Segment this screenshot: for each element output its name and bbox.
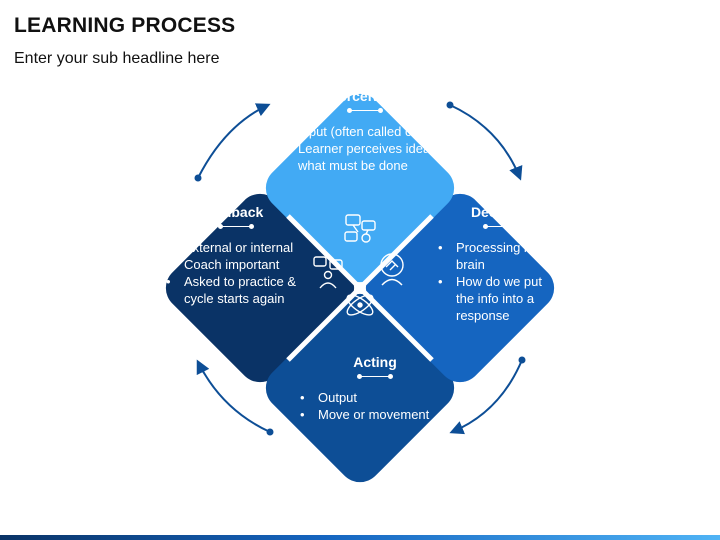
feedback-people-icon bbox=[313, 256, 343, 289]
feedback-heading: Feedback bbox=[198, 204, 264, 220]
acting-bullet: Move or movement bbox=[300, 406, 450, 423]
acting-content: Acting Output Move or movement bbox=[300, 354, 450, 423]
perceiving-content: Perceiving Input (often called cues) Lea… bbox=[280, 88, 450, 174]
deciding-content: Deciding Processing in the brain How do … bbox=[438, 204, 563, 324]
deciding-heading: Deciding bbox=[470, 204, 531, 220]
feedback-bullet: Coach important bbox=[166, 256, 306, 273]
deciding-underline bbox=[482, 223, 519, 231]
feedback-bullets: External or internal Coach important Ask… bbox=[166, 239, 306, 307]
deciding-bullet: How do we put the info into a response bbox=[438, 273, 563, 324]
feedback-underline bbox=[218, 223, 254, 231]
feedback-content: Feedback External or internal Coach impo… bbox=[166, 204, 306, 307]
deciding-bullets: Processing in the brain How do we put th… bbox=[438, 239, 563, 324]
acting-bullets: Output Move or movement bbox=[300, 389, 450, 423]
panel-acting bbox=[265, 293, 455, 483]
acting-underline bbox=[357, 373, 393, 381]
feedback-bullet: External or internal bbox=[166, 239, 306, 256]
atom-icon bbox=[346, 294, 374, 316]
acting-bullet: Output bbox=[300, 389, 450, 406]
arrow-top-left bbox=[197, 103, 271, 179]
feedback-bullet: Asked to practice & cycle starts again bbox=[166, 273, 306, 307]
arrow-top-right bbox=[449, 104, 523, 181]
perceiving-bullets: Input (often called cues) Learner percei… bbox=[280, 123, 450, 174]
acting-heading: Acting bbox=[353, 354, 397, 370]
perceiving-bullet: Input (often called cues) bbox=[280, 123, 450, 140]
page-title: LEARNING PROCESS bbox=[14, 14, 236, 37]
perceiving-heading: Perceiving bbox=[329, 88, 401, 104]
page-subtitle: Enter your sub headline here bbox=[14, 50, 220, 67]
perceiving-bullet: Learner perceives idea of what must be d… bbox=[280, 140, 450, 174]
arrow-bottom-left bbox=[196, 359, 271, 433]
decision-person-icon bbox=[380, 253, 404, 286]
arrow-bottom-right bbox=[449, 359, 523, 435]
chat-network-icon bbox=[344, 214, 376, 243]
perceiving-underline bbox=[347, 107, 383, 115]
deciding-bullet: Processing in the brain bbox=[438, 239, 563, 273]
footer-accent-bar bbox=[0, 535, 720, 540]
